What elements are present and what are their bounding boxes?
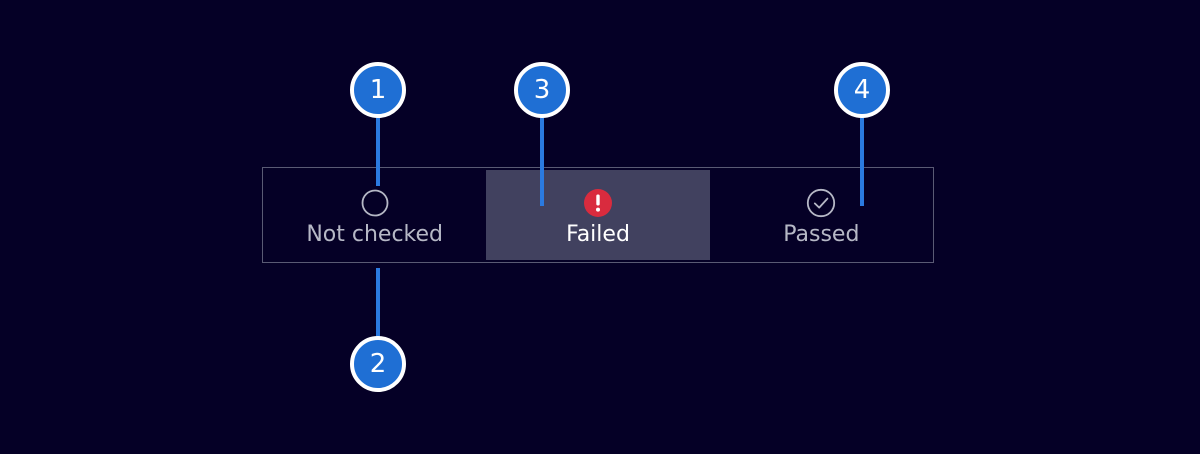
status-option-label-not-checked: Not checked (306, 222, 443, 247)
callout-leader-line-3 (540, 116, 544, 206)
error-exclamation-circle-icon (582, 186, 614, 220)
callout-badge-2: 2 (350, 336, 406, 392)
callout-number-3: 3 (533, 75, 551, 105)
status-option-not-checked[interactable]: Not checked (263, 168, 486, 262)
callout-leader-line-1 (376, 116, 380, 186)
callout-badge-4: 4 (834, 62, 890, 118)
callout-badge-1: 1 (350, 62, 406, 118)
empty-circle-icon (360, 186, 390, 220)
status-option-failed[interactable]: Failed (486, 170, 710, 260)
status-selector-group[interactable]: Not checked Failed Passed (262, 167, 934, 263)
callout-number-4: 4 (853, 75, 871, 105)
callout-leader-line-2 (376, 268, 380, 338)
status-option-label-passed: Passed (783, 222, 860, 247)
callout-leader-line-4 (860, 116, 864, 206)
callout-number-2: 2 (369, 349, 387, 379)
callout-badge-3: 3 (514, 62, 570, 118)
check-circle-icon (805, 186, 837, 220)
status-option-label-failed: Failed (566, 222, 630, 247)
status-option-passed[interactable]: Passed (710, 168, 933, 262)
callout-number-1: 1 (369, 75, 387, 105)
